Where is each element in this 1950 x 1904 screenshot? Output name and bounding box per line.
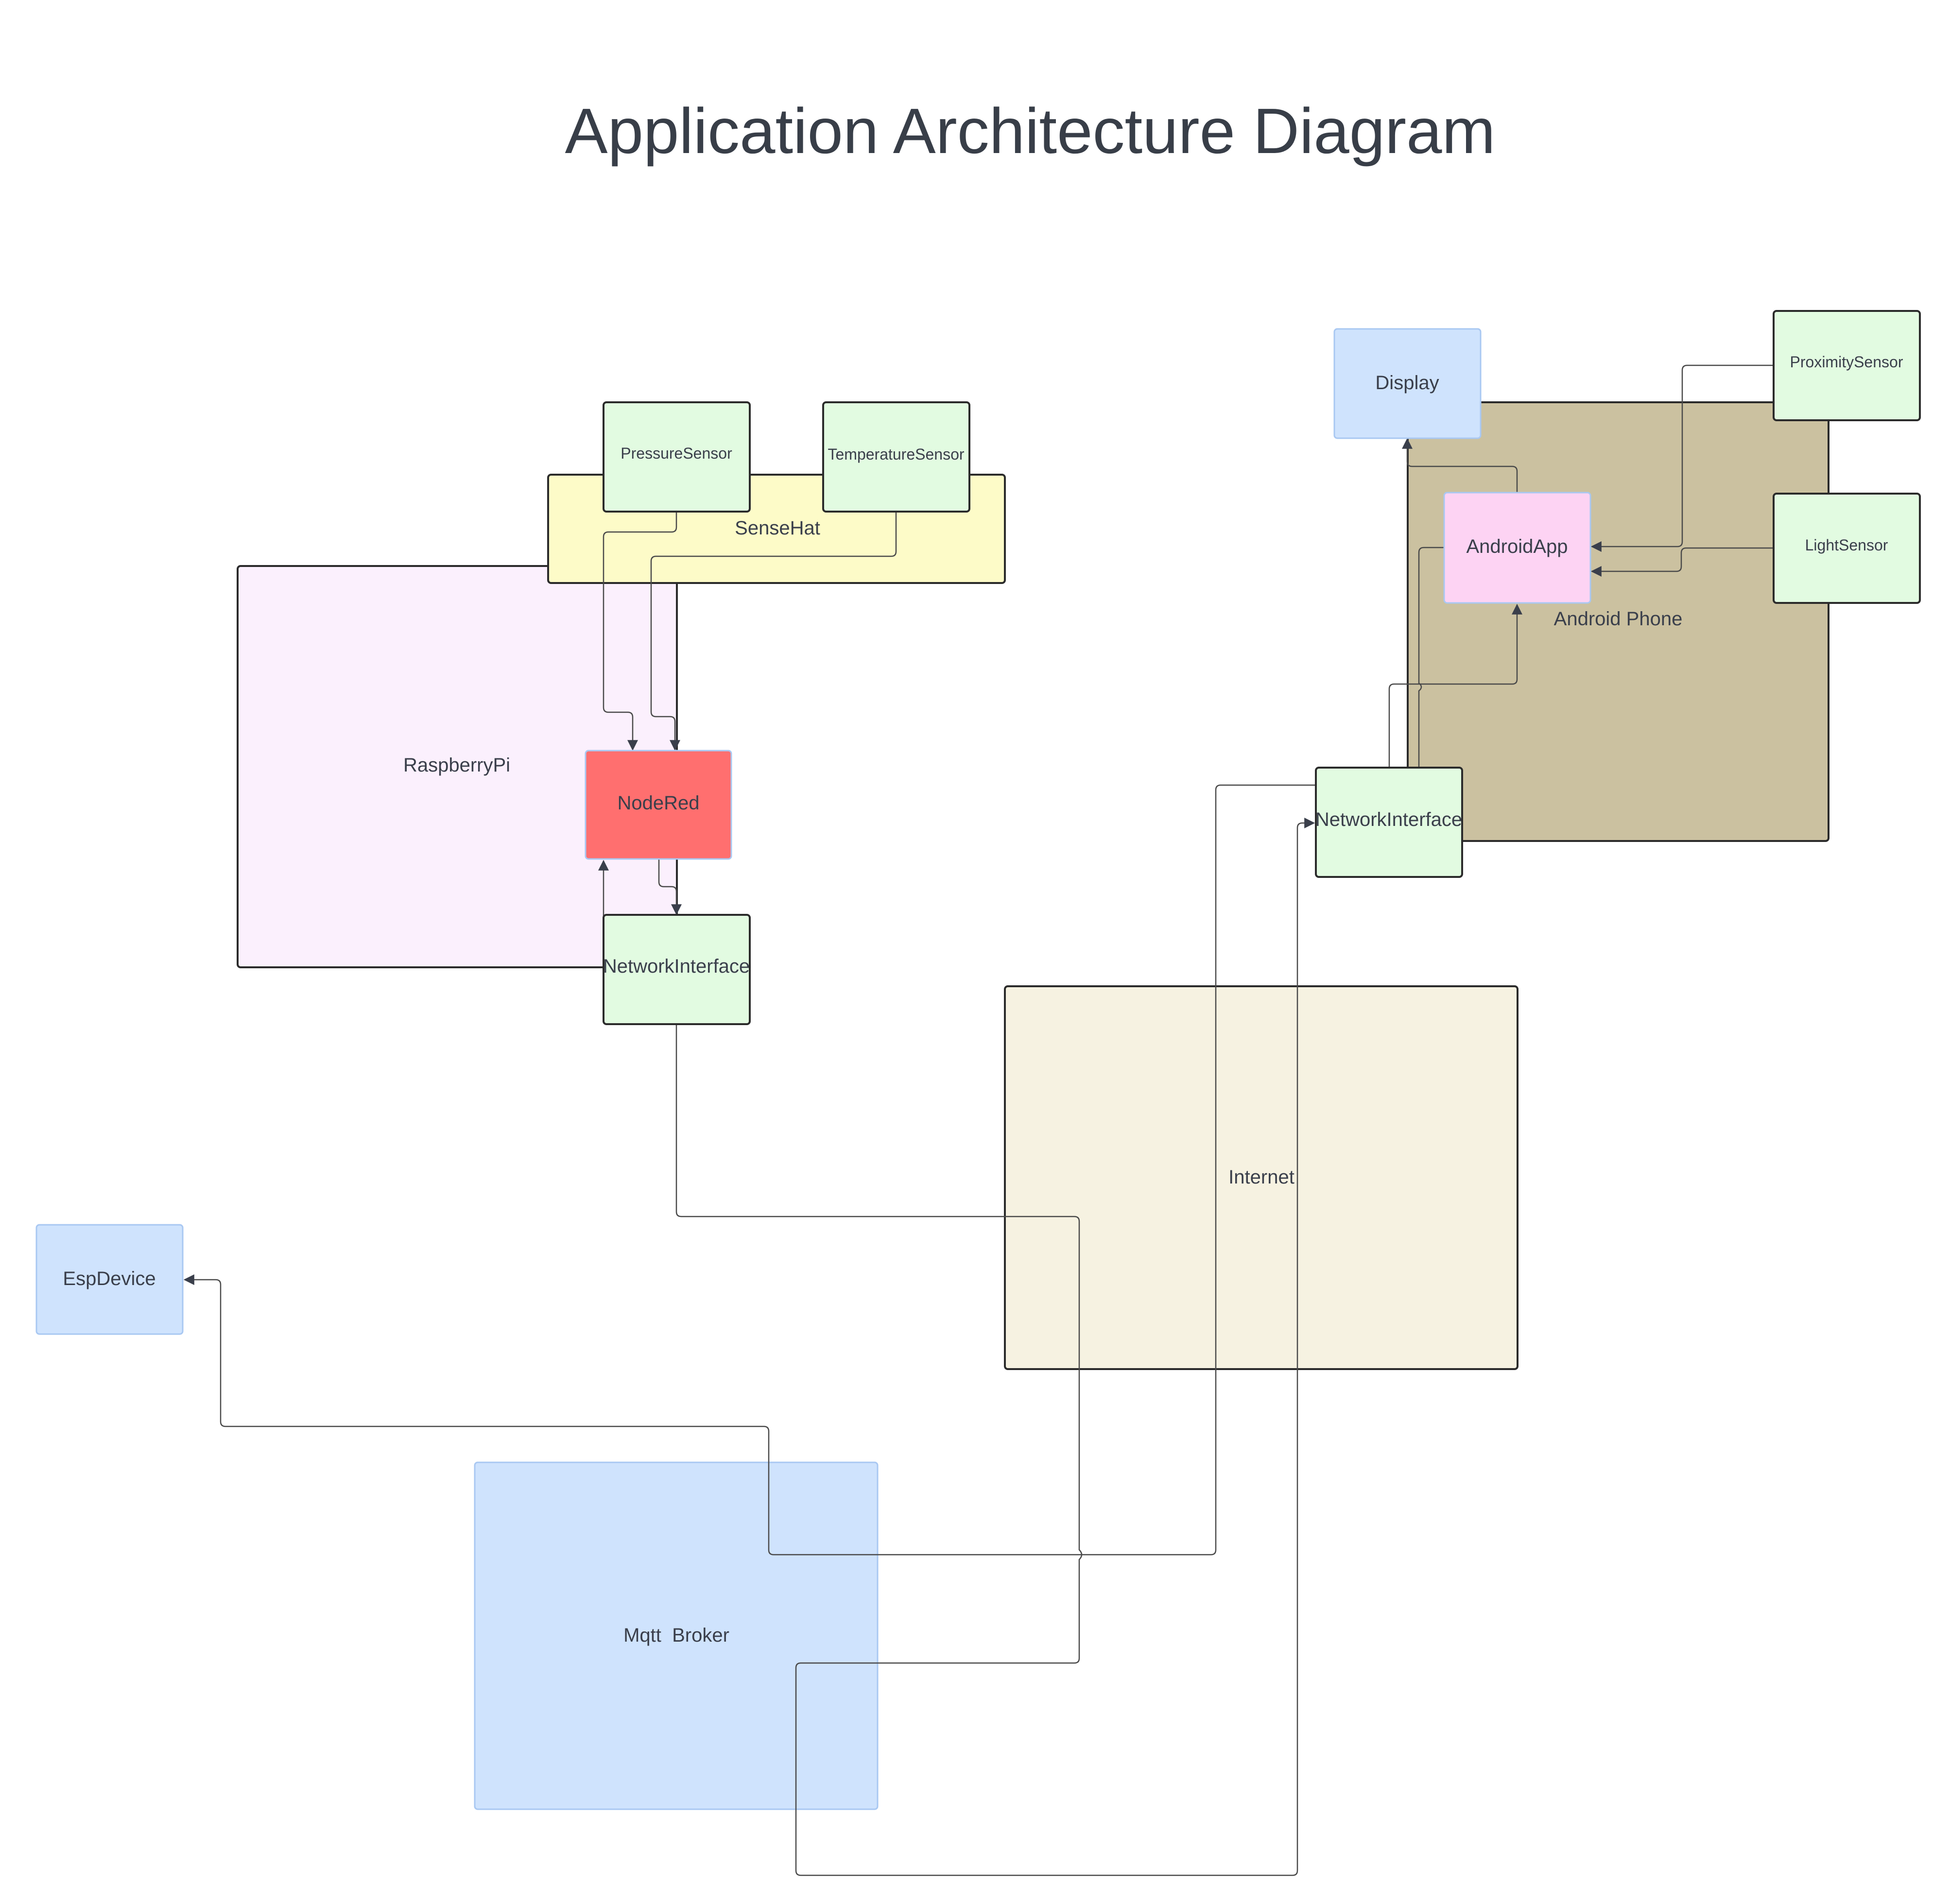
connector-phone-network-to-app xyxy=(1388,603,1522,768)
temperature-sensor-label: TemperatureSensor xyxy=(828,446,964,463)
esp-device-label: EspDevice xyxy=(63,1268,155,1289)
phone-network-interface-label: NetworkInterface xyxy=(1315,809,1462,830)
sense-hat-label: SenseHat xyxy=(735,517,820,539)
raspberry-pi-label: RaspberryPi xyxy=(403,755,510,776)
pressure-sensor-label: PressureSensor xyxy=(621,445,732,462)
internet-box[interactable] xyxy=(1004,985,1519,1370)
connector-light-to-app xyxy=(1590,547,1774,577)
proximity-sensor-box[interactable] xyxy=(1773,310,1921,421)
mqtt-broker-box[interactable] xyxy=(474,1461,879,1810)
proximity-sensor-label: ProximitySensor xyxy=(1790,353,1903,371)
display-box[interactable] xyxy=(1333,328,1482,439)
esp-device-box[interactable] xyxy=(35,1224,184,1335)
connectors xyxy=(183,364,1774,1876)
android-app-label: AndroidApp xyxy=(1466,536,1568,557)
connector-temperature-to-nodered xyxy=(650,512,897,751)
phone-network-interface-box[interactable] xyxy=(1315,767,1463,878)
connector-nodered-to-rpi-network xyxy=(658,859,682,915)
light-sensor-box[interactable] xyxy=(1773,493,1921,604)
node-red-label: NodeRed xyxy=(617,792,699,814)
pressure-sensor-box[interactable] xyxy=(603,401,751,513)
connector-rpi-network-to-mqtt xyxy=(675,818,1315,1876)
android-app-box[interactable] xyxy=(1443,492,1591,604)
internet-label: Internet xyxy=(1228,1166,1294,1188)
node-red-box[interactable] xyxy=(585,750,732,860)
mqtt-broker-label: Mqtt Broker xyxy=(623,1625,729,1646)
connector-proximity-to-app xyxy=(1590,364,1774,552)
display-label: Display xyxy=(1375,372,1439,394)
light-sensor-label: LightSensor xyxy=(1805,536,1888,554)
diagram-title: Application Architecture Diagram xyxy=(565,95,1496,167)
connector-app-to-display xyxy=(1402,438,1518,493)
rpi-network-interface-box[interactable] xyxy=(603,914,751,1025)
rpi-network-interface-label: NetworkInterface xyxy=(603,956,750,977)
temperature-sensor-box[interactable] xyxy=(822,401,970,513)
connector-phone-network-to-esp xyxy=(183,768,1425,1556)
connector-pressure-to-nodered xyxy=(603,512,677,751)
android-phone-label: Android Phone xyxy=(1554,608,1683,630)
